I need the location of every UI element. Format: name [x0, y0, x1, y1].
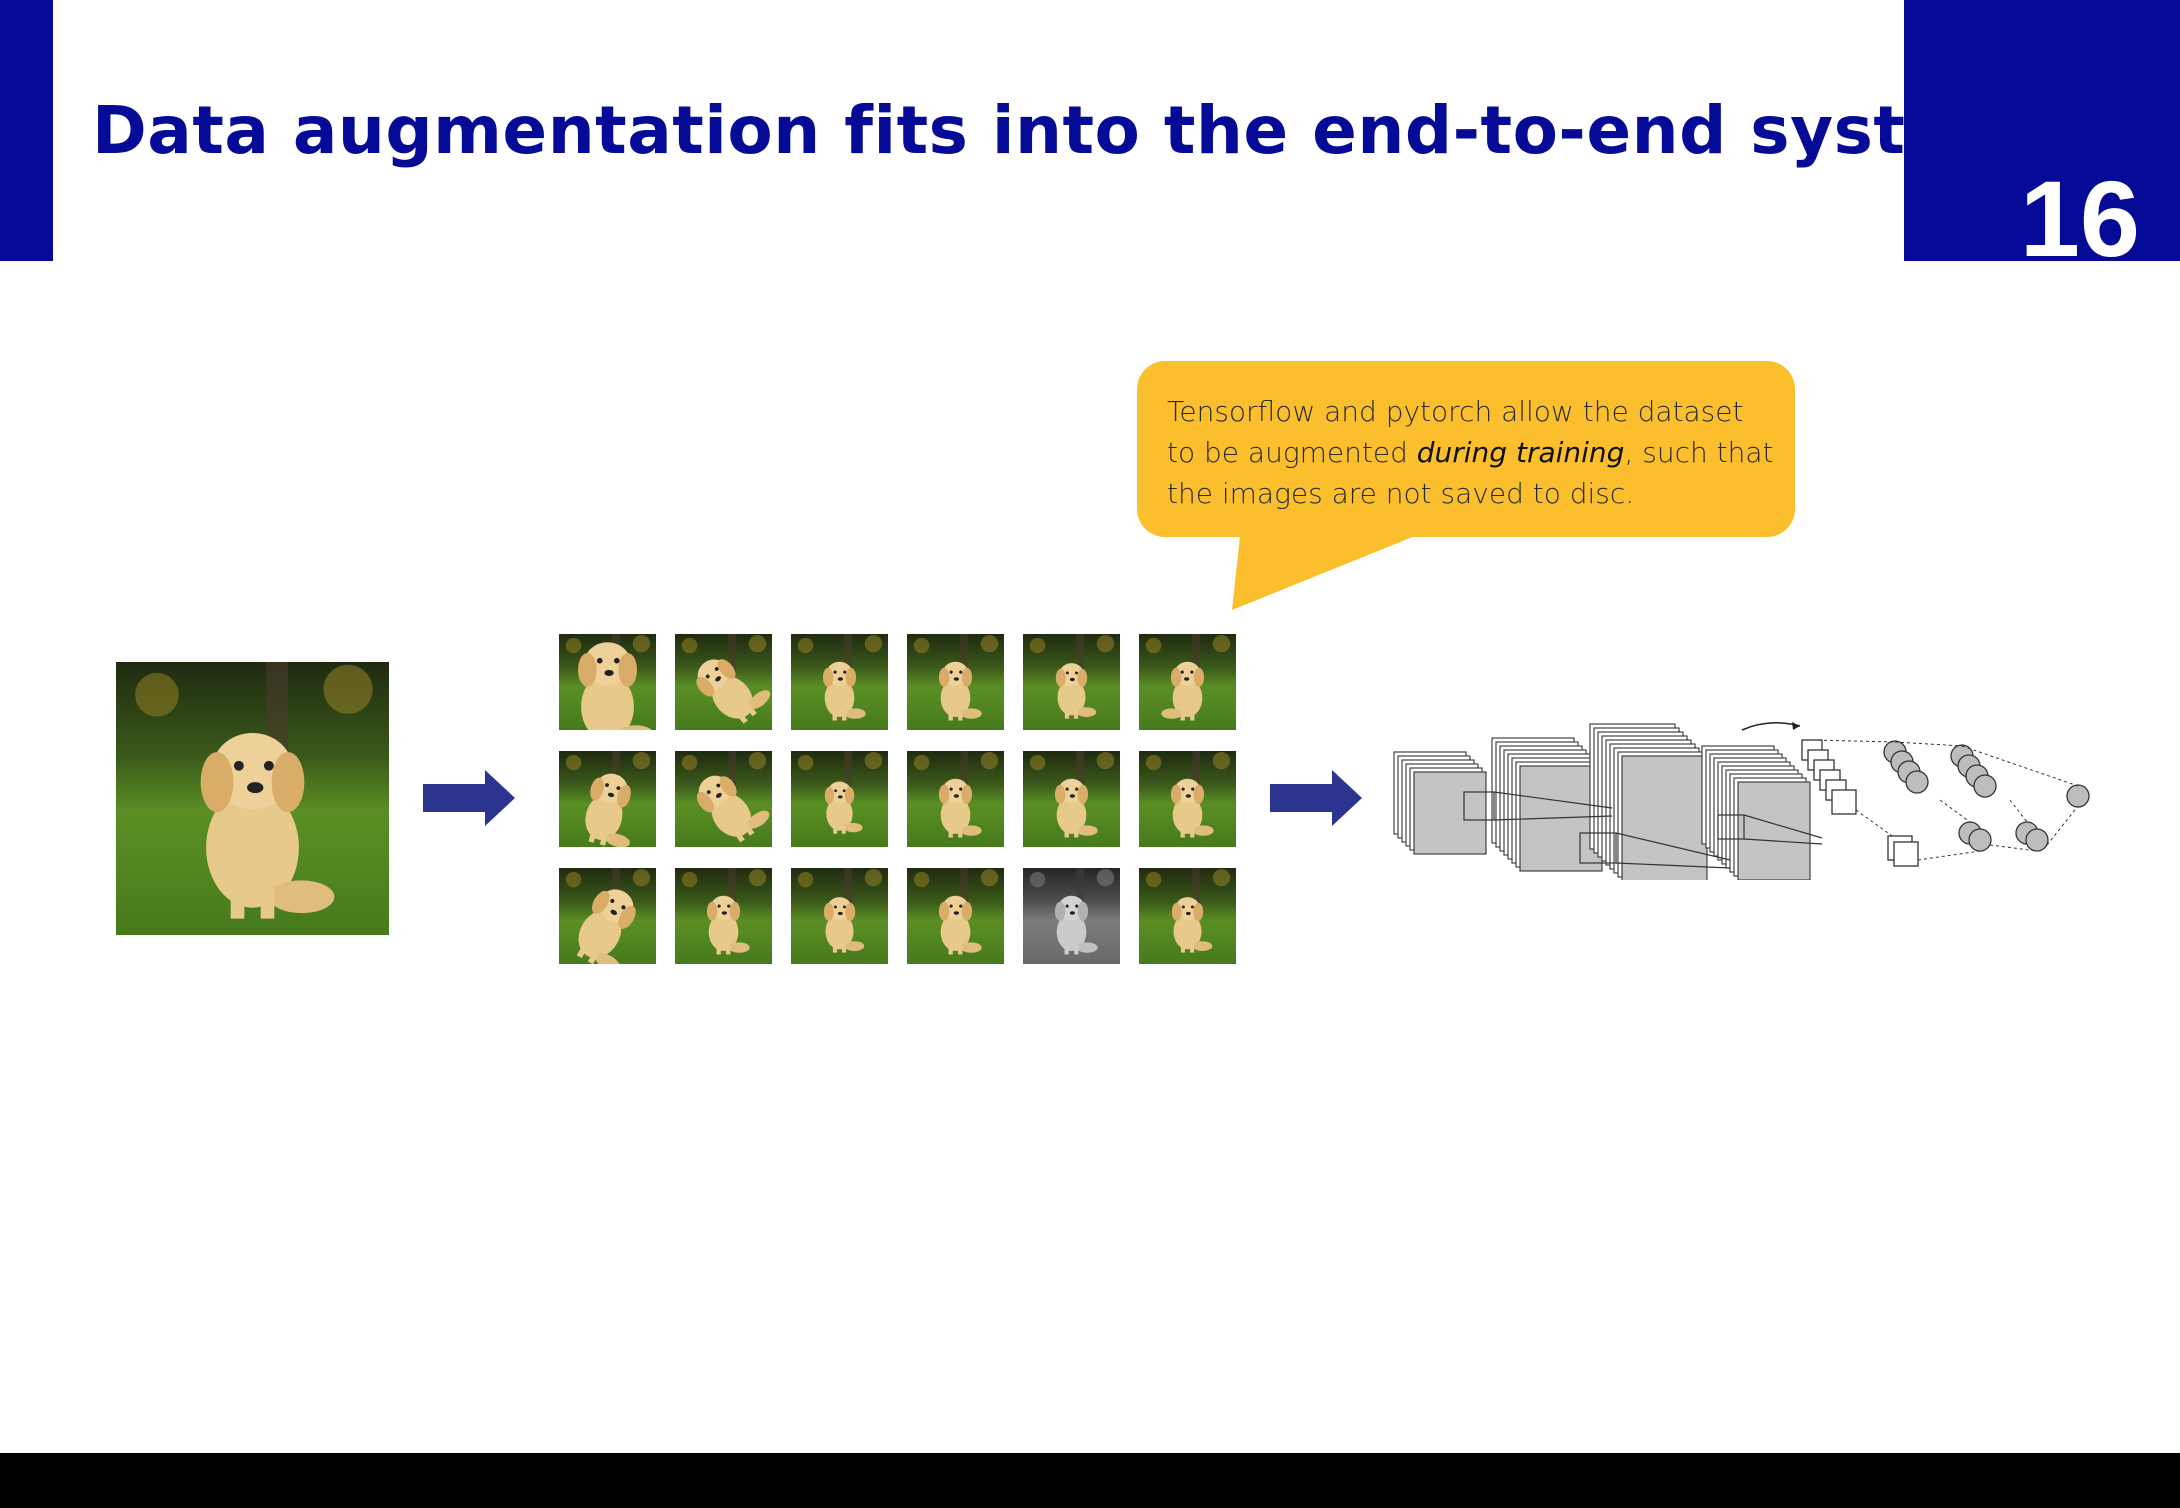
callout-emphasis: during training [1416, 436, 1625, 469]
augmented-image [791, 868, 888, 964]
callout-text-part: Tensorflow and pytorch allow the dataset… [1167, 395, 1744, 469]
original-image [116, 662, 389, 935]
header-accent-bar [0, 0, 53, 261]
right-arrow-icon [423, 770, 515, 826]
conv-layers [1393, 723, 1811, 880]
augmented-image [791, 634, 888, 730]
callout-bubble: Tensorflow and pytorch allow the dataset… [1137, 361, 1795, 537]
page-number: 16 [2019, 158, 2140, 279]
augmented-image [1023, 751, 1120, 847]
augmented-image [675, 868, 772, 964]
page-number-box: 16 [1904, 0, 2180, 273]
augmented-image [1023, 634, 1120, 730]
augmented-image [559, 634, 656, 730]
cnn-diagram [1393, 722, 2090, 880]
augmented-image [675, 751, 772, 847]
slide-title: Data augmentation fits into the end-to-e… [92, 92, 2020, 169]
footer-bar [0, 1453, 2180, 1508]
callout-tail [1232, 536, 1415, 610]
dense-connections [1811, 739, 2079, 861]
augmented-image [559, 868, 656, 964]
right-arrow-icon [1270, 770, 1362, 826]
augmented-image [791, 751, 888, 847]
feature-map [1621, 755, 1708, 880]
dense-units [1801, 739, 1919, 867]
augmented-image [907, 751, 1004, 847]
receptive-field-lines [1463, 791, 1823, 869]
callout-text-part: , such that the images are not saved to … [1167, 436, 1774, 510]
augmented-image [559, 751, 656, 847]
augmented-image [1139, 634, 1236, 730]
callout-text: Tensorflow and pytorch allow the dataset… [1167, 391, 1777, 514]
augmented-image [907, 868, 1004, 964]
augmented-image [1139, 868, 1236, 964]
feature-map [1413, 771, 1487, 855]
augmented-image [1139, 751, 1236, 847]
augmented-image [675, 634, 772, 730]
augmented-image [1023, 868, 1120, 964]
augmented-image [907, 634, 1004, 730]
neuron-circles [1883, 740, 2090, 852]
recurrent-arrow [1741, 722, 1801, 731]
